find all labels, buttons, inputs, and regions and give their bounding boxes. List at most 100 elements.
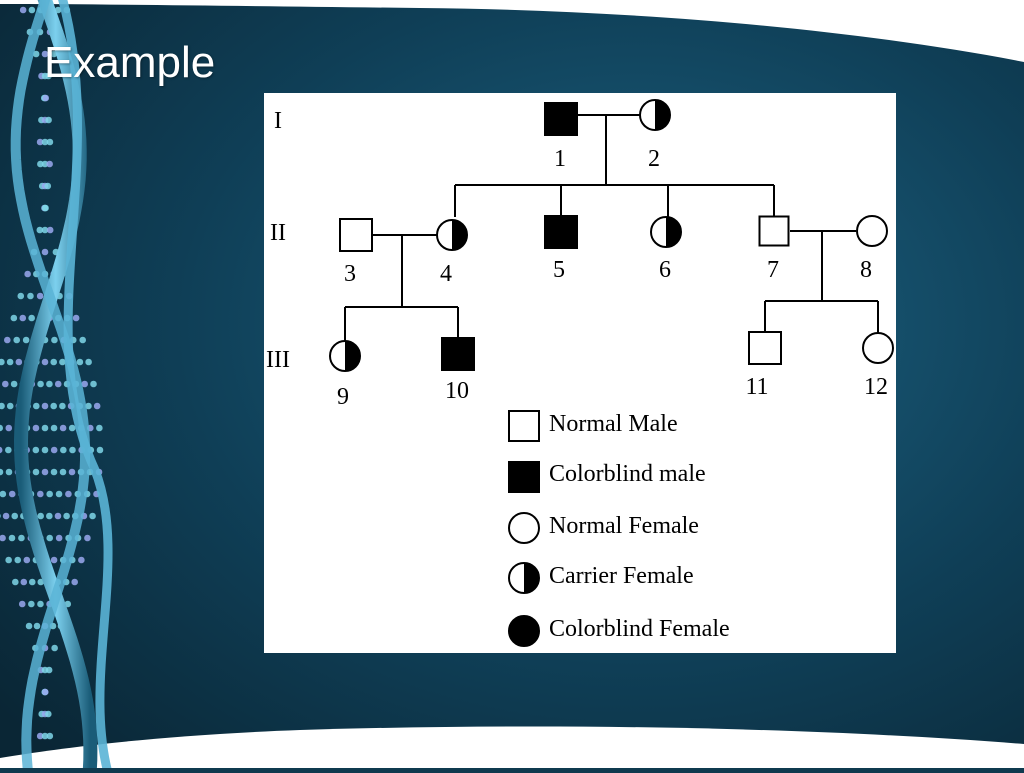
dna-base-dot xyxy=(50,424,58,432)
dna-base-dot xyxy=(41,688,49,696)
dna-base-dot xyxy=(96,424,103,432)
dna-base-dot xyxy=(18,534,25,542)
dna-base-dot xyxy=(71,578,78,586)
dna-base-dot xyxy=(41,468,49,476)
legend-symbol-normal-female-icon xyxy=(508,512,540,544)
dna-base-dot xyxy=(89,512,96,520)
individual-label-8: 8 xyxy=(860,257,872,283)
dna-base-dot xyxy=(42,94,50,102)
individual-label-7: 7 xyxy=(767,257,779,283)
individual-label-1: 1 xyxy=(554,146,566,172)
dna-base-dot xyxy=(55,534,63,542)
dna-base-dot xyxy=(32,424,40,432)
individual-1-square-icon xyxy=(544,102,578,136)
dna-base-dot xyxy=(41,248,49,256)
dna-base-dot xyxy=(37,490,44,498)
individual-3-square-icon xyxy=(339,218,373,252)
individual-label-6: 6 xyxy=(659,257,671,283)
dna-strand-c xyxy=(57,0,113,773)
dna-base-dot xyxy=(59,424,67,432)
dna-base-dot xyxy=(32,50,40,58)
dna-base-dot xyxy=(36,138,44,146)
dna-base-dot xyxy=(15,358,23,366)
dna-base-dot xyxy=(36,732,44,740)
dna-base-dot xyxy=(46,380,53,388)
dna-base-dot xyxy=(3,336,11,344)
dna-base-dot xyxy=(41,402,49,410)
individual-11-square-icon xyxy=(748,331,782,365)
dna-base-dot xyxy=(46,512,53,520)
dna-base-dot xyxy=(5,556,12,564)
dna-base-dot xyxy=(41,732,49,740)
dna-base-dot xyxy=(28,578,36,586)
pedigree-chart: I II III xyxy=(264,93,896,653)
dna-base-dot xyxy=(8,490,16,498)
dna-base-dot xyxy=(20,578,28,586)
dna-base-dot xyxy=(93,402,101,410)
slide-title: Example xyxy=(44,38,216,87)
dna-base-dot xyxy=(81,380,88,388)
dna-base-dot xyxy=(50,446,58,454)
dna-base-dot xyxy=(22,336,30,344)
legend-label-carrier-female: Carrier Female xyxy=(549,563,694,589)
dna-base-dot xyxy=(76,358,84,366)
dna-base-dot xyxy=(46,732,54,740)
dna-base-dot xyxy=(6,402,14,410)
dna-base-dot xyxy=(5,446,12,454)
generation-label-III: III xyxy=(266,347,290,373)
dna-base-dot xyxy=(32,446,40,454)
dna-base-dot xyxy=(0,534,6,542)
legend-symbols xyxy=(508,410,540,647)
dna-base-dot xyxy=(96,446,104,454)
dna-base-dot xyxy=(36,292,44,300)
dna-base-dot xyxy=(50,556,58,564)
dna-base-dot xyxy=(5,468,13,476)
legend-symbol-colorblind-female-icon xyxy=(508,615,540,647)
individual-2-circle-icon xyxy=(639,99,671,131)
dna-base-dot xyxy=(50,358,58,366)
dna-base-dot xyxy=(28,600,35,608)
individual-label-4: 4 xyxy=(440,261,452,287)
dna-base-dot xyxy=(13,336,21,344)
dna-base-dot xyxy=(11,512,19,520)
dna-base-dot xyxy=(72,314,80,322)
dna-base-dot xyxy=(41,160,49,168)
dna-base-dot xyxy=(69,446,76,454)
dna-base-dot xyxy=(46,534,54,542)
pedigree-individuals xyxy=(329,99,894,372)
dna-base-dot xyxy=(59,402,66,410)
dna-base-dot xyxy=(51,644,58,652)
dna-base-dot xyxy=(19,6,27,14)
dna-base-dot xyxy=(12,578,19,586)
dna-base-dot xyxy=(37,160,44,168)
individual-label-9: 9 xyxy=(337,384,349,410)
individual-10-square-icon xyxy=(441,337,475,371)
dna-base-dot xyxy=(46,490,53,498)
dna-base-dot xyxy=(51,336,58,344)
dna-base-dot xyxy=(50,402,57,410)
dna-base-dot xyxy=(85,402,92,410)
individual-12-circle-icon xyxy=(862,332,894,364)
dna-base-dot xyxy=(41,50,49,58)
dna-base-dot xyxy=(2,512,10,520)
legend-symbol-normal-male-icon xyxy=(508,410,540,442)
dna-base-dot xyxy=(54,512,62,520)
dna-base-dot xyxy=(17,292,25,300)
dna-base-dot xyxy=(10,380,18,388)
dna-base-dot xyxy=(2,380,9,388)
dna-base-dot xyxy=(28,314,35,322)
individual-label-3: 3 xyxy=(344,261,356,287)
dna-base-dot xyxy=(60,446,67,454)
individual-label-5: 5 xyxy=(553,257,565,283)
dna-base-dot xyxy=(33,402,40,410)
dna-base-dot xyxy=(50,468,58,476)
dna-base-dot xyxy=(90,380,97,388)
dna-base-dot xyxy=(6,358,14,366)
dna-base-dot xyxy=(36,226,44,234)
individual-7-square-icon xyxy=(758,215,790,247)
dna-base-dot xyxy=(23,556,31,564)
dna-base-dot xyxy=(37,512,44,520)
dna-base-dot xyxy=(0,468,4,476)
dna-base-dot xyxy=(42,204,49,212)
